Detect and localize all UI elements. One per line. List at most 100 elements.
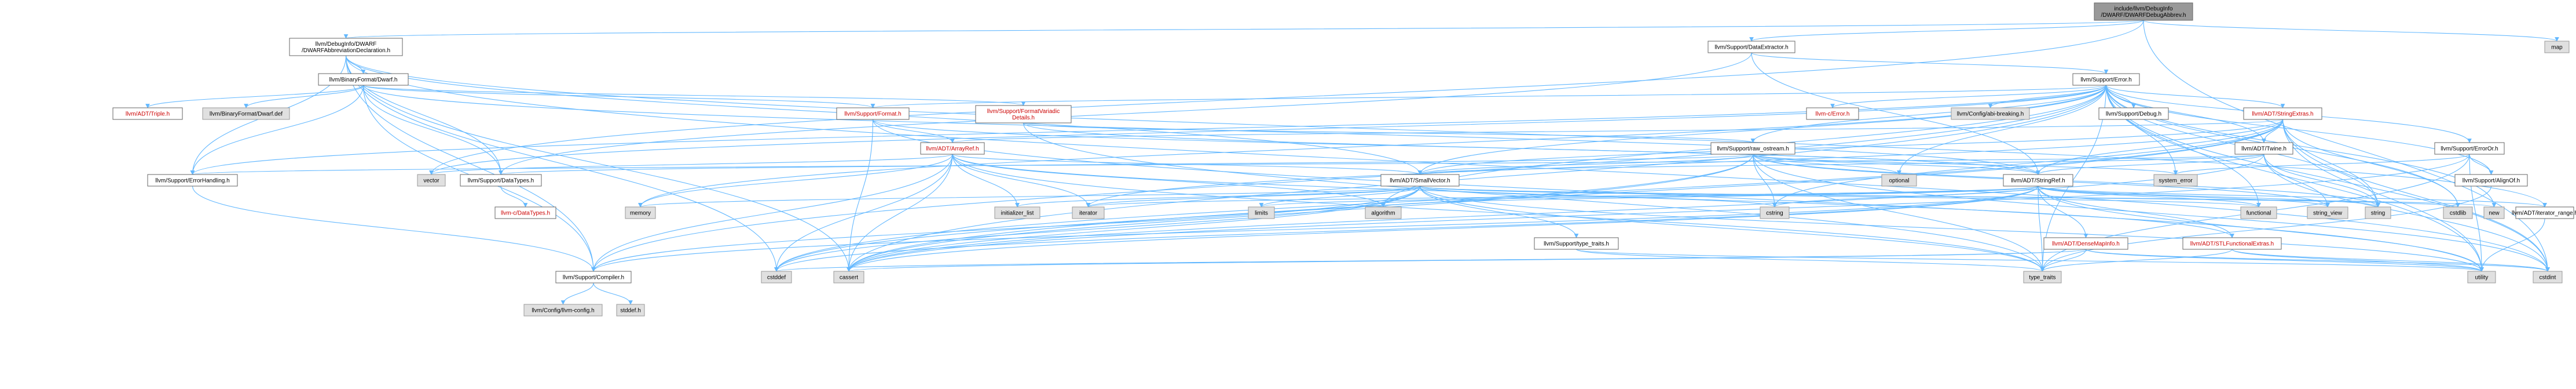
node-label-functional: functional — [2247, 210, 2271, 217]
node-box-stddef — [616, 304, 645, 317]
node-box-smallvector — [1380, 174, 1460, 187]
edge-error-to-compiler — [591, 85, 2107, 272]
node-label-dwarf: llvm/BinaryFormat/Dwarf.h — [329, 77, 398, 83]
node-label-optional: optional — [1889, 178, 1909, 184]
node-error[interactable]: llvm/Support/Error.h — [2072, 73, 2140, 86]
node-label-densemapinfo: llvm/ADT/DenseMapInfo.h — [2052, 241, 2120, 248]
edge-error-to-optional — [1897, 85, 2107, 175]
edge-stringextras-to-cstdlib — [2282, 119, 2460, 208]
edge-stringref-to-string — [2038, 186, 2380, 208]
edge-arrayref-to-memory — [638, 154, 953, 208]
node-cerror[interactable]: llvm-c/Error.h — [1806, 107, 1859, 120]
node-label-stringextras: llvm/ADT/StringExtras.h — [2252, 111, 2313, 118]
edge-stlfunctional-to-utility — [2231, 249, 2484, 272]
edge-datatypes-to-cdatatypes — [500, 186, 528, 208]
node-label-algorithm: algorithm — [1371, 210, 1395, 217]
node-box-cstddef — [761, 271, 792, 283]
node-typetraitsh[interactable]: llvm/Support/type_traits.h — [1534, 237, 1619, 250]
node-dwarf[interactable]: llvm/BinaryFormat/Dwarf.h — [318, 73, 409, 86]
node-box-formatvariadic — [975, 105, 1072, 123]
node-box-new — [2483, 206, 2505, 219]
edge-arrayref-to-typetraits — [952, 154, 2045, 272]
node-densemapinfo[interactable]: llvm/ADT/DenseMapInfo.h — [2043, 237, 2128, 250]
node-label-abibreaking: llvm/Config/abi-breaking.h — [1957, 111, 2024, 118]
node-abibreaking: llvm/Config/abi-breaking.h — [1951, 107, 2030, 120]
node-functional: functional — [2240, 206, 2277, 219]
node-stringextras[interactable]: llvm/ADT/StringExtras.h — [2243, 107, 2322, 120]
node-stringref[interactable]: llvm/ADT/StringRef.h — [2003, 174, 2073, 187]
node-stddef: stddef.h — [616, 304, 645, 317]
edge-smallvector-to-typetraitsh — [1419, 186, 1579, 238]
node-limits: limits — [1248, 206, 1275, 219]
edge-arrayref-to-initlist — [952, 154, 1020, 208]
node-box-cstdint — [2533, 271, 2563, 283]
node-box-cerror — [1806, 107, 1859, 120]
node-stlfunctional[interactable]: llvm/ADT/STLFunctionalExtras.h — [2182, 237, 2282, 250]
node-dwarfdef: llvm/BinaryFormat/Dwarf.def — [202, 107, 290, 120]
node-box-functional — [2240, 206, 2277, 219]
edge-stringextras-to-smallvector — [1417, 119, 2284, 175]
edge-abbrevdecl-to-iteratorrange — [345, 55, 2547, 208]
node-box-abbrevdecl — [289, 38, 403, 56]
node-alignof[interactable]: llvm/Support/AlignOf.h — [2454, 174, 2528, 187]
edge-erroror-to-systemerror — [2173, 154, 2470, 175]
edge-stringref-to-cstring — [1772, 186, 2039, 208]
node-label-dataextractor: llvm/Support/DataExtractor.h — [1714, 45, 1788, 51]
node-label-utility: utility — [2475, 275, 2489, 281]
node-box-stringextras — [2243, 107, 2322, 120]
node-box-dwarf — [318, 73, 409, 86]
node-abbrevdecl[interactable]: llvm/DebugInfo/DWARF/DWARFAbbreviationDe… — [289, 38, 403, 56]
node-label-systemerror: system_error — [2159, 178, 2193, 184]
edge-dwarf-to-dwarfdef — [244, 85, 364, 108]
node-twine[interactable]: llvm/ADT/Twine.h — [2234, 142, 2293, 155]
edge-error-to-alignof — [2105, 85, 2494, 175]
node-datatypes[interactable]: llvm/Support/DataTypes.h — [460, 174, 542, 187]
node-box-twine — [2234, 142, 2293, 155]
edge-dwarf-to-triple — [145, 85, 364, 108]
edge-format-to-cassert — [847, 119, 874, 272]
node-label-formatvariadic: llvm/Support/FormatVariadic — [987, 108, 1060, 115]
node-iteratorrange[interactable]: llvm/ADT/iterator_range.h — [2512, 206, 2576, 219]
node-cstdlib: cstdlib — [2443, 206, 2473, 219]
node-llvmconfig: llvm/Config/llvm-config.h — [523, 304, 603, 317]
node-erroror[interactable]: llvm/Support/ErrorOr.h — [2434, 142, 2505, 155]
node-triple[interactable]: llvm/ADT/Triple.h — [112, 107, 183, 120]
node-label-debug: llvm/Support/Debug.h — [2106, 111, 2161, 118]
edge-rawostream-to-datatypes — [499, 154, 1754, 175]
node-label-string: string — [2371, 210, 2385, 217]
edge-smallvector-to-typetraits — [1419, 186, 2045, 272]
node-format[interactable]: llvm/Support/Format.h — [836, 107, 910, 120]
node-smallvector[interactable]: llvm/ADT/SmallVector.h — [1380, 174, 1460, 187]
node-rawostream[interactable]: llvm/Support/raw_ostream.h — [1710, 142, 1795, 155]
node-compiler[interactable]: llvm/Support/Compiler.h — [555, 271, 632, 283]
node-root[interactable]: include/llvm/DebugInfo/DWARF/DWARFDebugA… — [2094, 2, 2193, 21]
node-typetraits: type_traits — [2023, 271, 2062, 283]
node-box-triple — [112, 107, 183, 120]
edge-root-to-map — [2143, 20, 2559, 42]
edge-arrayref-to-compiler — [591, 154, 953, 272]
edge-compiler-to-stddef — [593, 282, 633, 305]
node-label-map: map — [2551, 45, 2563, 51]
node-errorhandling[interactable]: llvm/Support/ErrorHandling.h — [147, 174, 238, 187]
node-cdatatypes[interactable]: llvm-c/DataTypes.h — [494, 206, 556, 219]
edge-root-to-cstdint — [2143, 20, 2550, 272]
edge-smallvector-to-limits — [1259, 186, 1421, 208]
edge-smallvector-to-memory — [638, 186, 1421, 208]
edge-stringextras-to-cstdint — [2282, 119, 2550, 272]
node-box-iteratorrange — [2515, 206, 2574, 219]
node-box-root — [2094, 2, 2193, 21]
node-debug[interactable]: llvm/Support/Debug.h — [2098, 107, 2169, 120]
edge-stringextras-to-cstring — [1772, 119, 2284, 208]
edge-twine-to-errorhandling — [191, 154, 2264, 175]
node-label-triple: llvm/ADT/Triple.h — [126, 111, 170, 118]
node-box-systemerror — [2153, 174, 2198, 187]
node-label-cerror: llvm-c/Error.h — [1816, 111, 1850, 118]
node-stringview: string_view — [2307, 206, 2348, 219]
node-arrayref[interactable]: llvm/ADT/ArrayRef.h — [920, 142, 985, 155]
node-label-alignof: llvm/Support/AlignOf.h — [2463, 178, 2520, 184]
node-utility: utility — [2467, 271, 2496, 283]
node-dataextractor[interactable]: llvm/Support/DataExtractor.h — [1707, 41, 1795, 53]
edge-stlfunctional-to-cstdint — [2231, 249, 2550, 272]
edge-formatvariadic-to-rawostream — [1023, 122, 1755, 143]
